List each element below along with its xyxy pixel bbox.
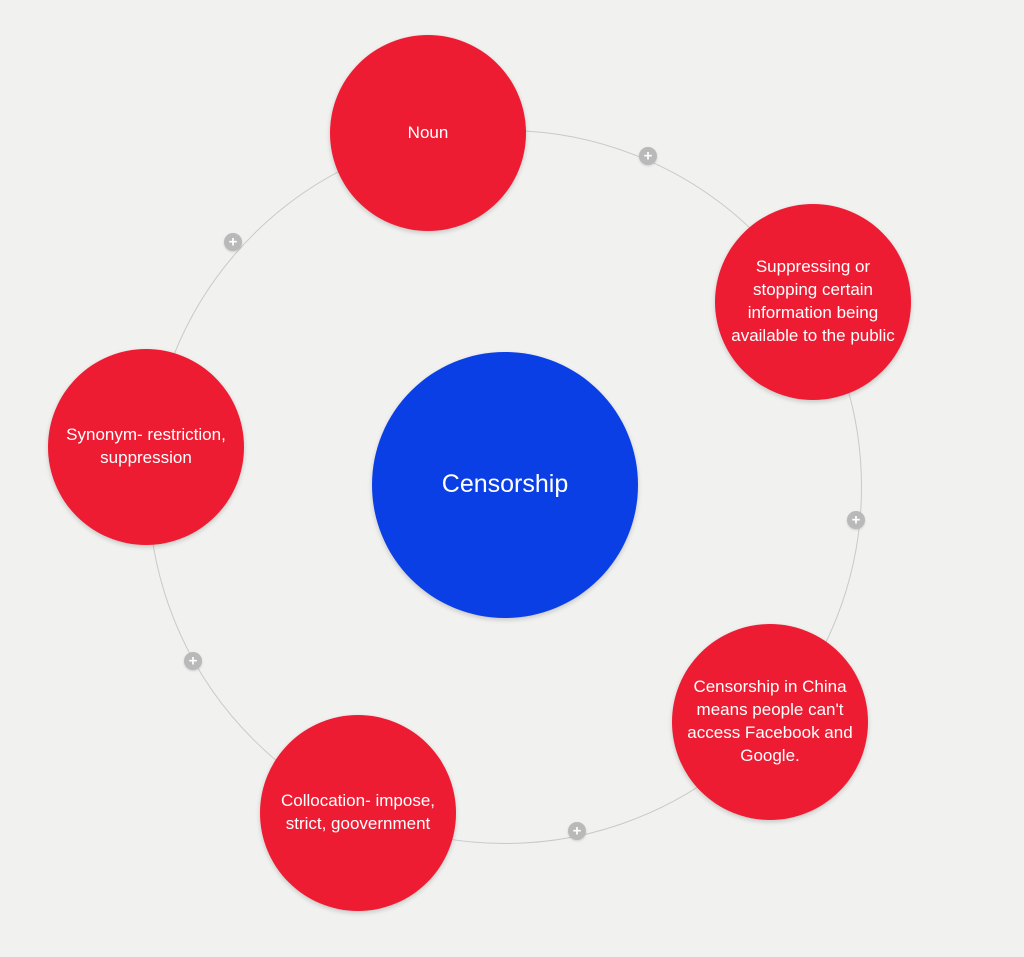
add-node-button-top-left[interactable]: + xyxy=(224,233,242,251)
node-label: Synonym- restriction, suppression xyxy=(66,425,226,467)
plus-icon: + xyxy=(188,652,198,669)
plus-icon: + xyxy=(572,822,582,839)
center-node[interactable]: Censorship xyxy=(372,352,638,618)
add-node-button-top-right[interactable]: + xyxy=(639,147,657,165)
node-collocation[interactable]: Collocation- impose, strict, goovernment xyxy=(260,715,456,911)
plus-icon: + xyxy=(643,147,653,164)
node-definition[interactable]: Suppressing or stopping certain informat… xyxy=(715,204,911,400)
node-label: Censorship in China means people can't a… xyxy=(687,677,853,765)
node-synonym[interactable]: Synonym- restriction, suppression xyxy=(48,349,244,545)
add-node-button-right[interactable]: + xyxy=(847,511,865,529)
plus-icon: + xyxy=(851,511,861,528)
node-example[interactable]: Censorship in China means people can't a… xyxy=(672,624,868,820)
node-label: Suppressing or stopping certain informat… xyxy=(731,257,895,345)
node-noun[interactable]: Noun xyxy=(330,35,526,231)
node-label: Noun xyxy=(407,122,449,142)
add-node-button-bottom-left[interactable]: + xyxy=(184,652,202,670)
center-node-label: Censorship xyxy=(441,470,569,499)
plus-icon: + xyxy=(228,233,238,250)
add-node-button-bottom[interactable]: + xyxy=(568,822,586,840)
node-label: Collocation- impose, strict, goovernment xyxy=(280,791,435,833)
